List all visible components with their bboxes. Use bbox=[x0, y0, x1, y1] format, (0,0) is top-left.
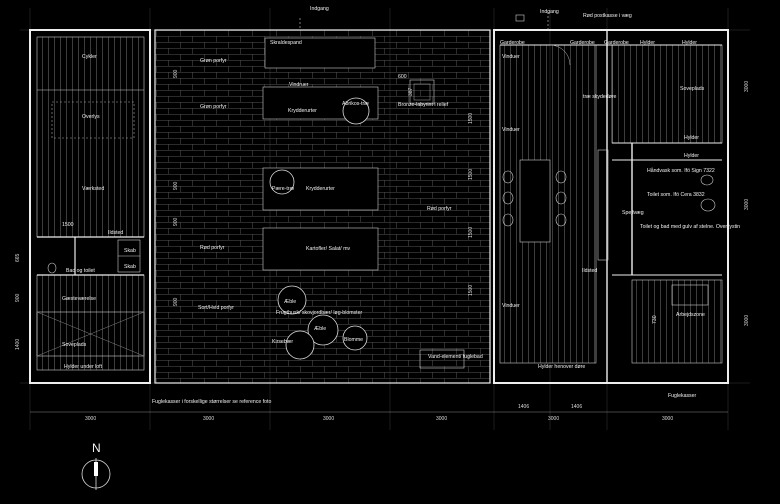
courtyard-dims: 900 900 900 900 387 1500 1500 1500 1500 bbox=[173, 69, 474, 306]
label-sort-hvid: Sort/Hvid porfyr bbox=[198, 305, 234, 311]
label-gaesteophold: Gæsteværelse bbox=[62, 296, 96, 302]
dim-1500-b: 1500 bbox=[468, 169, 474, 180]
label-ildsted-left: Ildsted bbox=[108, 230, 123, 236]
courtyard bbox=[154, 29, 491, 384]
label-frugtbusk: Frugtbusk/ skovjordbær/ løg-blomster bbox=[276, 310, 362, 316]
dim-387: 387 bbox=[408, 87, 414, 96]
label-spejlvaeg: Spejlvæg bbox=[622, 210, 644, 216]
label-vinduer-3: Vinduer bbox=[502, 303, 520, 309]
dim-bottom-2: 3000 bbox=[203, 416, 214, 422]
dim-left-900: 900 bbox=[15, 293, 21, 302]
dim-bottom-3: 3000 bbox=[323, 416, 334, 422]
label-krydderurter-1: Krydderurter bbox=[288, 108, 317, 114]
label-hylder-dore: Hylder henover døre bbox=[538, 364, 585, 370]
label-gron-porfyr-1: Grøn porfyr bbox=[200, 58, 227, 64]
label-rod-porfyr-1: Rød porfyr bbox=[427, 206, 452, 212]
label-ildsted-right: Ildsted bbox=[582, 268, 597, 274]
north-arrow: N bbox=[81, 441, 111, 490]
label-arbejdszone: Arbejdszone bbox=[676, 312, 705, 318]
dim-bottom-8: 3000 bbox=[662, 416, 673, 422]
label-skraldespand: Skraldespand bbox=[270, 40, 302, 46]
dim-bottom-7: 3000 bbox=[548, 416, 559, 422]
label-kirsebaer: Kirsebær bbox=[272, 339, 293, 345]
dim-900-d: 900 bbox=[173, 297, 179, 306]
label-hylder-top-1: Hylder bbox=[640, 40, 655, 46]
label-abrikos: Abrikos-træ bbox=[342, 101, 369, 107]
label-blomme: Blomme bbox=[344, 337, 363, 343]
dim-1500-left: 1500 bbox=[62, 222, 74, 228]
label-rod-porfyr-2: Rød porfyr bbox=[200, 245, 225, 251]
north-label: N bbox=[92, 441, 101, 455]
label-hylder-top-2: Hylder bbox=[682, 40, 697, 46]
left-wing bbox=[29, 29, 151, 384]
label-fuglekasser-1: Fuglekasser i forskellige størrelser se … bbox=[152, 399, 271, 405]
dim-right-2: 3000 bbox=[744, 199, 750, 210]
label-vand: Vand-element/ fuglebad bbox=[428, 354, 483, 360]
right-wing bbox=[493, 29, 729, 384]
dim-900-b: 900 bbox=[173, 181, 179, 190]
dim-900-a: 900 bbox=[173, 69, 179, 78]
label-overlys: Overlys bbox=[82, 114, 100, 120]
mailbox-label: Rød postkasse i væg bbox=[583, 13, 632, 19]
label-paere: Pære-træ bbox=[272, 186, 295, 192]
dim-right-1: 3000 bbox=[744, 81, 750, 92]
label-gron-porfyr-2: Grøn porfyr bbox=[200, 104, 227, 110]
label-fuglekasser-2: Fuglekasser bbox=[668, 393, 697, 399]
label-garderobe-2: Garderobe bbox=[570, 40, 595, 46]
label-vinduer-1: Vinduer bbox=[502, 54, 520, 60]
label-bronze: Bronze-labyrint i relief bbox=[398, 102, 449, 108]
label-hylder-mid-1: Hylder bbox=[684, 135, 699, 141]
label-skab-2: Skab bbox=[124, 264, 136, 270]
side-dims: 665 900 1400 3000 3000 3000 bbox=[15, 81, 750, 350]
label-soveplads-right: Soveplads bbox=[680, 86, 705, 92]
dim-right-3: 3000 bbox=[744, 315, 750, 326]
entrance-right: Indgang bbox=[540, 9, 559, 15]
label-garderobe-1: Garderobe bbox=[500, 40, 525, 46]
label-aeble-2: Æble bbox=[314, 326, 326, 332]
dim-1500-c: 1500 bbox=[468, 227, 474, 238]
entrance-left: Indgang bbox=[310, 6, 329, 12]
label-krydderurter-2: Krydderurter bbox=[306, 186, 335, 192]
dim-1500-d: 1500 bbox=[468, 285, 474, 296]
dim-600: 600 bbox=[398, 74, 407, 80]
dim-900-c: 900 bbox=[173, 217, 179, 226]
dim-1500-a: 1500 bbox=[468, 113, 474, 124]
label-cykler: Cykler bbox=[82, 54, 97, 60]
label-vinduer-2: Vinduer bbox=[502, 127, 520, 133]
label-soveplads-left: Soveplads bbox=[62, 342, 87, 348]
label-haandvask: Håndvask som. Ifö Sign 7322 bbox=[647, 167, 715, 174]
label-hylder-loft: Hylder under loft bbox=[64, 364, 103, 370]
label-vaerksted: Værksted bbox=[82, 186, 104, 192]
dim-left-1400: 1400 bbox=[15, 339, 21, 350]
bottom-dims: 3000 3000 3000 3000 1406 1406 3000 3000 bbox=[30, 404, 728, 422]
dim-bottom-1: 3000 bbox=[85, 416, 96, 422]
dim-bottom-4: 3000 bbox=[436, 416, 447, 422]
label-aeble-1: Æble bbox=[284, 299, 296, 305]
label-toilet: Toilet som. Ifö Cera 3832 bbox=[647, 192, 705, 198]
label-bad-toilet: Bad og toilet bbox=[66, 268, 95, 274]
dim-bottom-6: 1406 bbox=[571, 404, 582, 410]
label-garderobe-3: Garderobe bbox=[604, 40, 629, 46]
label-hylder-mid-2: Hylder bbox=[684, 153, 699, 159]
dim-730: 730 bbox=[652, 315, 658, 324]
label-skydedore: træ skydedøre bbox=[583, 94, 617, 100]
entry-markers bbox=[299, 12, 549, 30]
dim-left-665: 665 bbox=[15, 253, 21, 262]
dim-bottom-5: 1406 bbox=[518, 404, 529, 410]
label-toilet-bad: Toilet og bad med gulv af stelne. Ovenly… bbox=[640, 224, 740, 230]
label-skab-1: Skab bbox=[124, 248, 136, 254]
label-kartofler: Kartofler/ Salat/ mv bbox=[306, 246, 351, 252]
label-vindruer-top: Vindruer bbox=[289, 82, 309, 88]
